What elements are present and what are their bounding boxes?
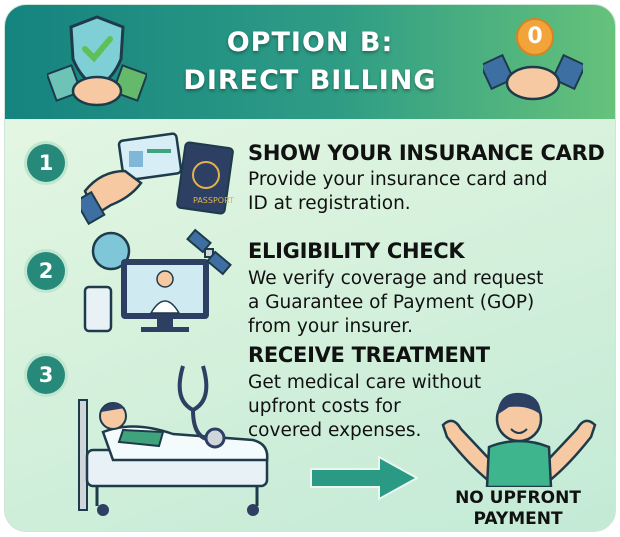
zero-coin-icon: 0 <box>516 18 554 56</box>
step-3-description-line1: Get medical care without <box>248 372 482 393</box>
step-2-description-line3: from your insurer. <box>248 316 414 337</box>
hospital-bed-patient-icon <box>78 365 269 516</box>
header-title-line2: DIRECT BILLING <box>183 65 437 96</box>
header-title-line1: OPTION B: <box>226 27 394 58</box>
step-1-badge: 1 <box>27 144 65 182</box>
step-2-description-line2: a Guarantee of Payment (GOP) <box>248 292 535 313</box>
right-arrow-icon <box>310 455 420 501</box>
infographic-card: OPTION B: DIRECT BILLING 0 1 PASSPORT SH… <box>4 4 616 532</box>
header-banner: OPTION B: DIRECT BILLING 0 <box>5 5 615 119</box>
step-2-title: ELIGIBILITY CHECK <box>248 239 465 263</box>
happy-person-icon <box>441 392 597 487</box>
step-1-description-line1: Provide your insurance card and <box>248 169 548 190</box>
passport-label: PASSPORT <box>193 196 234 205</box>
step-3-description-line2: upfront costs for <box>248 396 401 417</box>
coin-handshake-icon <box>483 53 583 101</box>
step-3-badge: 3 <box>27 356 65 394</box>
step-1-title: SHOW YOUR INSURANCE CARD <box>248 141 605 165</box>
telehealth-computer-icon <box>83 228 232 333</box>
step-2-description-line1: We verify coverage and request <box>248 268 544 289</box>
no-upfront-payment-label: NO UPFRONT PAYMENT <box>433 488 603 530</box>
step-2-badge: 2 <box>27 252 65 290</box>
result-line1: NO UPFRONT <box>455 488 581 508</box>
step-3-title: RECEIVE TREATMENT <box>248 343 490 367</box>
insurance-card-passport-icon: PASSPORT <box>81 132 234 226</box>
step-1-description-line2: ID at registration. <box>248 193 411 214</box>
shield-handshake-icon <box>47 15 147 107</box>
step-3-description-line3: covered expenses. <box>248 420 422 441</box>
result-line2: PAYMENT <box>473 509 563 529</box>
